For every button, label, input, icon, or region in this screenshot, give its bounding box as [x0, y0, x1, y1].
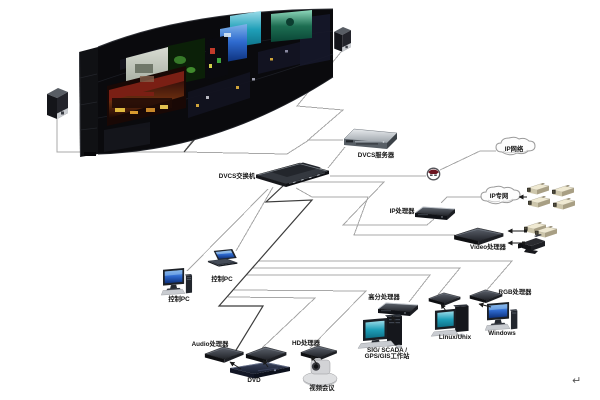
video-wall [79, 8, 334, 158]
label-dvcs-switch: DVCS交换机 [218, 172, 256, 180]
mid-right-processor-device [428, 292, 461, 307]
mid-bottom-processor-device [245, 346, 287, 364]
label-dvcs-server: DVCS服务器 [357, 152, 395, 159]
label-linux-unix: Linux/Unix [438, 334, 472, 341]
sig-workstation [357, 314, 403, 349]
hires-processor-device [377, 302, 419, 317]
ip-private-cloud [480, 185, 521, 205]
label-ip-private-cloud: IP专网 [489, 193, 509, 200]
label-audio-processor: Audio处理器 [191, 340, 229, 348]
ip-network-cloud [495, 136, 536, 156]
label-sig-workstation-line2: GPS/GIS工作站 [364, 353, 410, 360]
label-hd-processor: HD处理器 [292, 340, 320, 347]
label-ip-processor: IP处理器 [389, 207, 415, 215]
label-video-conference: 视频会议 [309, 385, 335, 392]
video-processor-device [453, 227, 504, 246]
label-sig-workstation-line1: SIG/ SCADA / [366, 347, 408, 354]
ip-processor-device [414, 206, 456, 221]
dvcs-switch [255, 162, 330, 187]
label-sig-workstation: SIG/ SCADA / GPS/GIS工作站 [364, 347, 410, 360]
label-ip-network-cloud: IP网络 [504, 146, 524, 153]
label-control-pc-desktop: 控制PC [168, 296, 190, 303]
surveillance-cameras [526, 182, 576, 210]
broadcast-camera [518, 234, 545, 254]
control-pc-laptop [207, 249, 238, 267]
label-dvd: DVD [247, 377, 261, 384]
flow-arrows [229, 194, 527, 370]
windows-pc [484, 302, 518, 331]
speaker-left [47, 88, 68, 119]
label-video-processor: Video处理器 [470, 244, 506, 251]
linux-unix-workstation [430, 304, 469, 337]
vc-camera [302, 358, 338, 387]
label-rgb-processor: RGB处理器 [498, 289, 532, 296]
dvd-player [230, 362, 290, 379]
return-mark: ↵ [572, 375, 582, 387]
audio-processor-device [204, 346, 245, 364]
label-control-pc-laptop: 控制PC [211, 275, 233, 283]
rgb-processor-device [469, 289, 503, 304]
connector-lines [56, 51, 514, 349]
control-pc-desktop [160, 268, 193, 296]
dvcs-server [343, 128, 398, 149]
label-hires-processor: 高分处理器 [368, 294, 400, 301]
router [426, 167, 441, 181]
label-windows-pc: Windows [488, 329, 516, 337]
speaker-right [334, 27, 351, 52]
